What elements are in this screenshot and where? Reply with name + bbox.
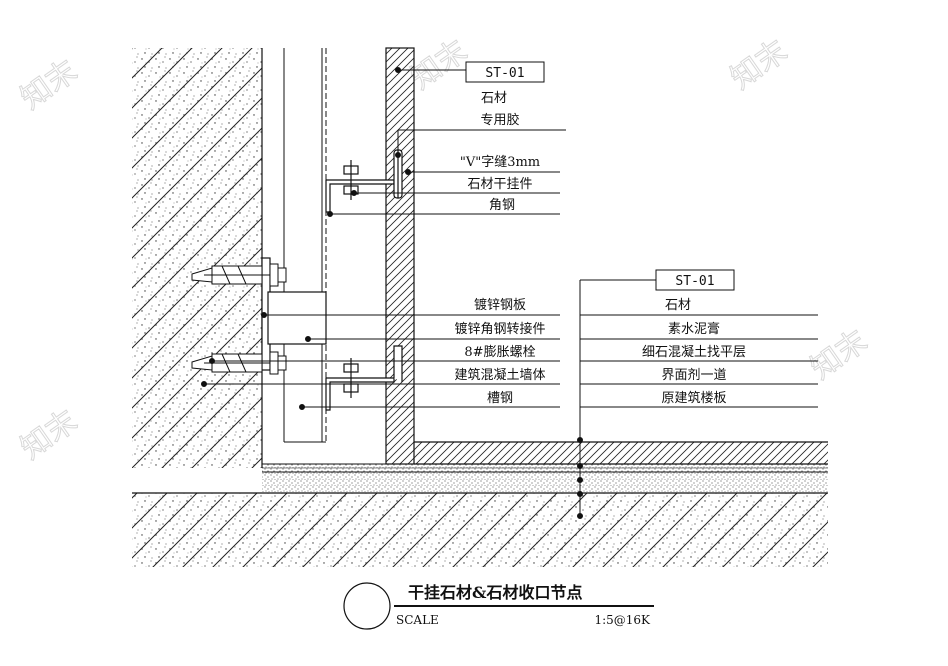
leader-lines-upper [327,67,566,217]
tag-lower: ST-01 [655,269,735,291]
label-angle-steel: 角钢 [489,198,515,213]
label-plate: 镀锌钢板 [474,297,526,313]
tag-upper: ST-01 [465,61,545,83]
watermark: 知末 [15,53,84,116]
label-interface: 界面剂一道 [661,368,726,383]
watermark: 知末 [405,33,474,96]
labels-right: 石材 素水泥膏 细石混凝土找平层 界面剂一道 原建筑楼板 [642,298,746,406]
label-bolt: 8#膨胀螺栓 [464,345,535,360]
label-wall: 建筑混凝土墙体 [454,367,545,383]
tag-upper-text: ST-01 [485,66,524,81]
label-v-joint: "V"字缝3mm [460,155,540,170]
labels-upper: 石材 专用胶 "V"字缝3mm 石材干挂件 角钢 [460,91,540,213]
title-circle [343,582,391,630]
watermark: 知末 [725,33,794,96]
screed-layer [262,463,828,493]
label-cement: 素水泥膏 [668,321,720,337]
label-stone-right: 石材 [665,298,691,313]
expansion-bolt-lower [191,351,287,375]
watermark: 知末 [805,323,874,386]
watermark: 知末 [15,403,84,466]
label-channel: 槽钢 [487,391,513,406]
channel-steel [283,48,327,443]
drawing-title: 干挂石材&石材收口节点 [408,583,582,602]
tag-lower-text: ST-01 [675,274,714,289]
label-screed: 细石混凝土找平层 [642,344,746,360]
label-hanger: 石材干挂件 [467,177,532,192]
leader-lines-right [577,279,818,519]
label-glue: 专用胶 [480,112,519,128]
leader-lines-middle [201,312,560,410]
scale-label: SCALE [396,613,439,627]
concrete-wall [132,48,263,468]
title-block: 干挂石材&石材收口节点 SCALE 1:5@16K [343,582,654,630]
expansion-bolt-upper [191,263,287,287]
stone-floor [414,441,828,465]
label-connector: 镀锌角钢转接件 [454,321,545,337]
stone-cladding-vertical [385,47,415,465]
floor-slab [132,492,828,567]
scale-value: 1:5@16K [594,613,651,627]
labels-middle: 镀锌钢板 镀锌角钢转接件 8#膨胀螺栓 建筑混凝土墙体 槽钢 [454,297,545,406]
angle-steel-lower [325,345,403,411]
label-slab: 原建筑楼板 [661,390,726,406]
label-stone-upper: 石材 [481,91,507,106]
